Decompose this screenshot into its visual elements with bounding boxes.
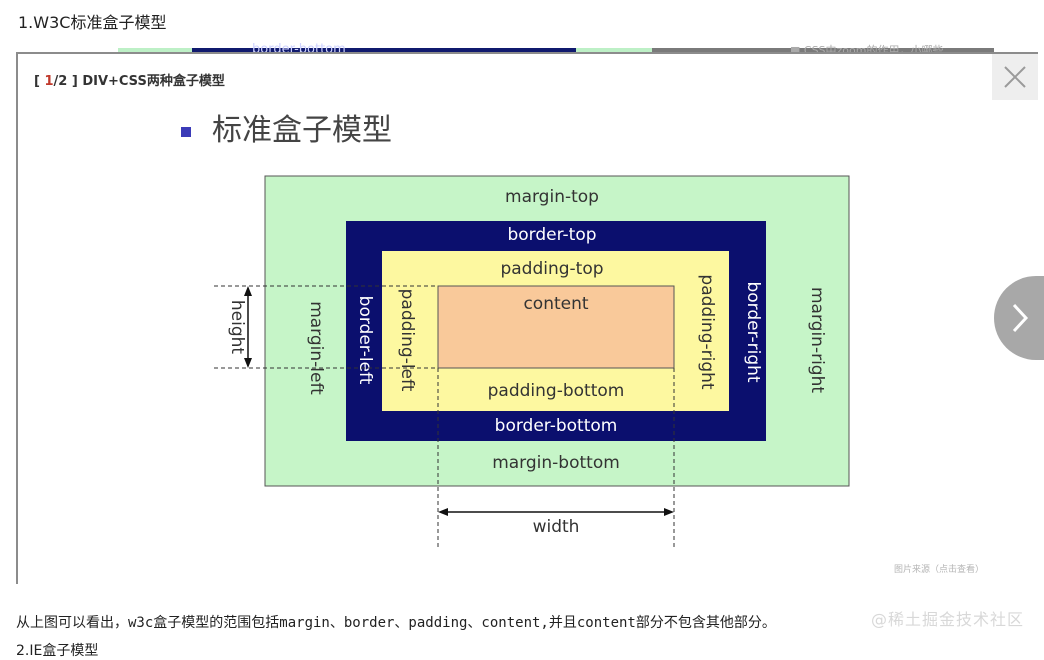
margin-top-label: margin-top xyxy=(505,187,599,207)
lightbox-title-text: DIV+CSS两种盒子模型 xyxy=(82,74,225,89)
next-section-heading: 2.IE盒子模型 xyxy=(16,643,99,659)
margin-left-label: margin-left xyxy=(306,301,326,395)
border-bottom-label: border-bottom xyxy=(495,416,618,436)
margin-bottom-label: margin-bottom xyxy=(492,453,620,473)
title-bullet xyxy=(181,127,191,137)
image-source-link[interactable]: 图片来源（点击查看） xyxy=(894,565,985,575)
height-label: height xyxy=(227,300,247,355)
close-button[interactable] xyxy=(992,54,1038,100)
content-box xyxy=(437,285,675,369)
content-label: content xyxy=(523,294,588,314)
lightbox-current-index: 1 xyxy=(44,74,54,89)
section-heading: 1.W3C标准盒子模型 xyxy=(18,13,167,32)
chevron-right-icon xyxy=(1012,303,1029,333)
width-label: width xyxy=(533,517,580,537)
border-left-label: border-left xyxy=(355,296,375,385)
border-top-label: border-top xyxy=(507,225,596,245)
lightbox-title: [ 1/2 ] DIV+CSS两种盒子模型 xyxy=(34,74,225,89)
site-watermark: @稀土掘金技术社区 xyxy=(870,610,1024,629)
padding-top-label: padding-top xyxy=(500,259,603,279)
padding-bottom-label: padding-bottom xyxy=(488,381,625,401)
body-paragraph: 从上图可以看出，w3c盒子模型的范围包括margin、border、paddin… xyxy=(16,615,776,631)
padding-right-label: padding-right xyxy=(697,274,717,389)
close-icon xyxy=(1004,66,1026,88)
diagram-title: 标准盒子模型 xyxy=(212,113,392,148)
lightbox-total-count: 2 xyxy=(58,74,68,89)
border-right-label: border-right xyxy=(743,281,763,382)
box-model-diagram: 标准盒子模型 margin-top border-top padding-top… xyxy=(166,100,866,590)
margin-right-label: margin-right xyxy=(807,287,827,393)
padding-left-label: padding-left xyxy=(397,289,417,392)
image-lightbox: [ 1/2 ] DIV+CSS两种盒子模型 标准盒子模型 margin-top … xyxy=(16,52,1038,584)
